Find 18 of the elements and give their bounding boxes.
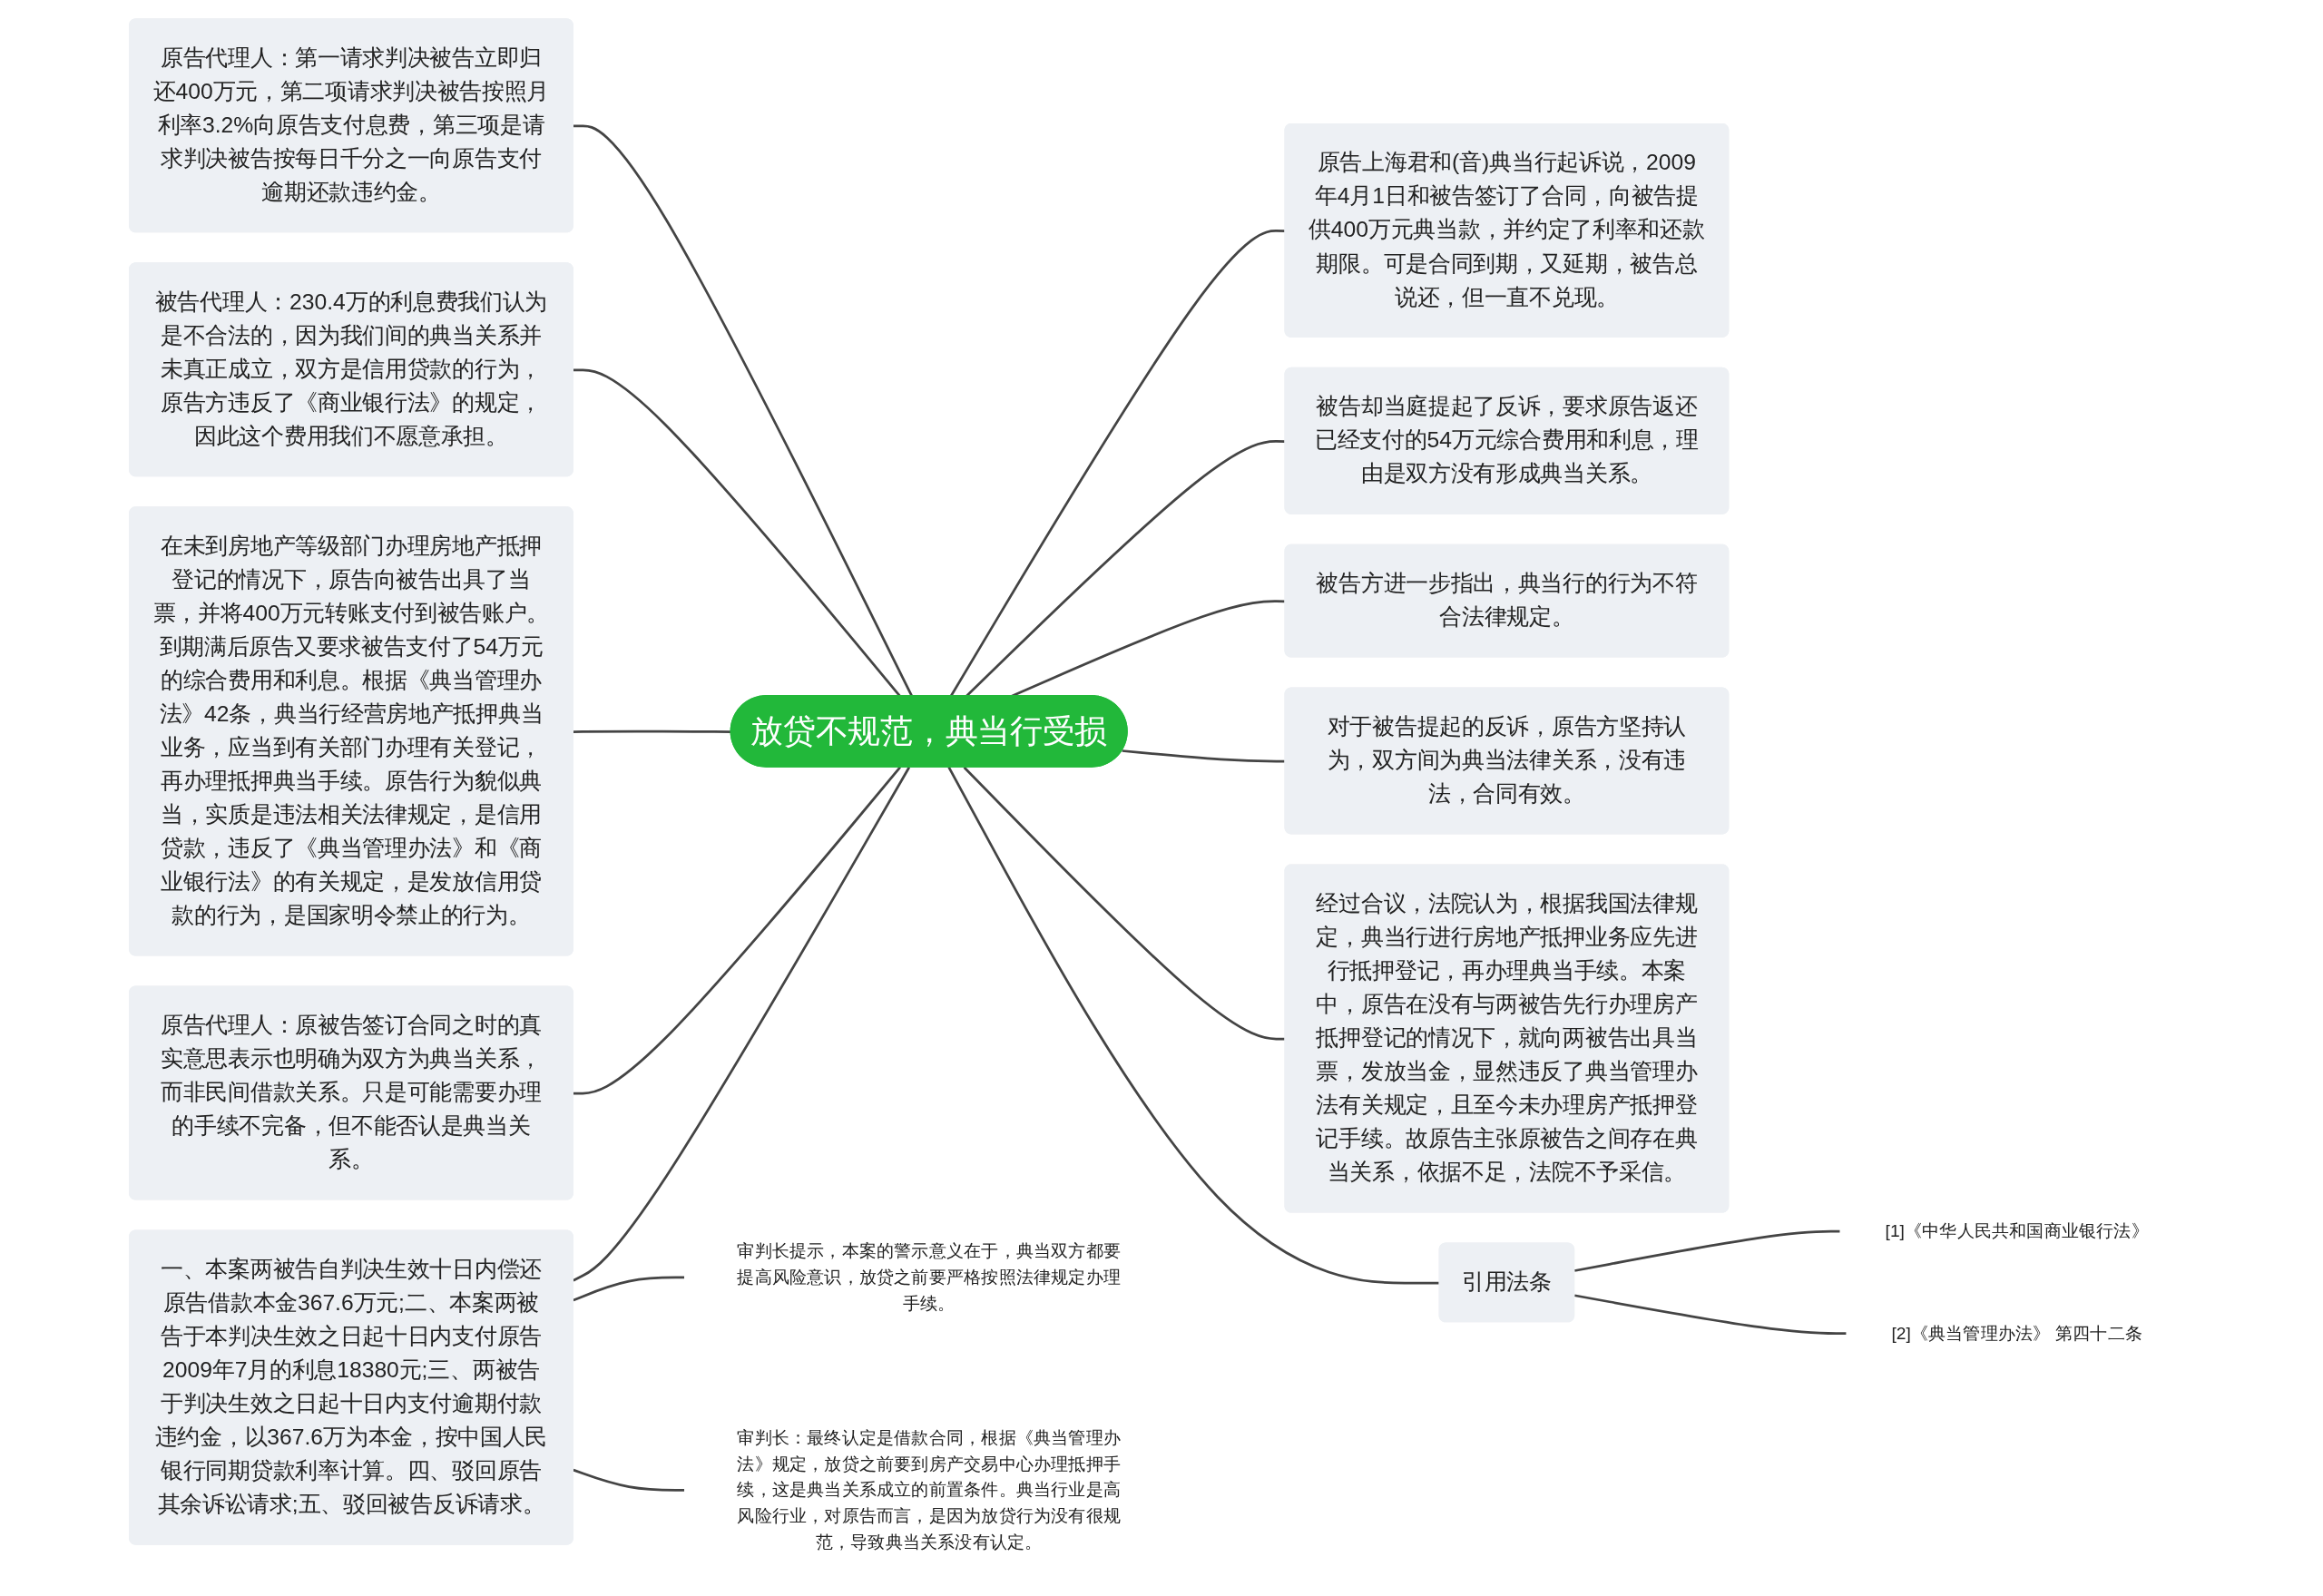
connector <box>573 766 911 1281</box>
connector <box>1573 1229 1841 1272</box>
mind-map: 放贷不规范，典当行受损 原告代理人：第一请求判决被告立即归还400万元，第二项请求判决被告按照月利率3.2%向原告支付息费，第三项是请求判决被告按每日千分之一向原告支付逾期还款违约金。 被告代理人：230.4万的利息费我们认为是不合法的，因为我们间的典当关系并未真正成立，双方是信用贷款的行为，原告方违反了《商业银行法》的规定，因此这个费用我们不愿意承担。 在未到房地产等级部门办理房地产抵押登记的情况下，原告向被告出具了当票，并将400万元转账支付到被告账户。到期满后原告又要求被告支付了54万元的综合费用和利息。根据《典当管理办法》42条，典当行经营房地产抵押典当业务，应当到有关部门办理有关登记，再办理抵押典当手续。原告行为貌似典当，实质是违法相关法律规定，是信用贷款，违反了《典当管理办法》和《商业银行法》的有关规定，是发放信用贷款的行为，是国家明令禁止的行为。 原告代理人：原被告签订合同之时的真实意思表示也明确为双方为典当关系，而非民间借款关系。只是可能需要办理的手续不完备，但不能否认是典当关系。 一、本案两被告自判决生效十日内偿还原告借款本金367.6万元;二、本案两被告于本判决生效之日起十日内支付原告2009年7月的利息18380元;三、两被告于判决生效之日起十日内支付逾期付款违约金，以367.6万为本金，按中国人民银行同期贷款利率计算。四、驳回原告其余诉讼请求;五、驳回被告反诉请求。 审判长提示，本案的警示意义在于，典当双方都要提高风险意识，放贷之前要严格按照法律规定办理手续。 审判长：最终认定是借款合同，根据《典当管理办法》规定，放贷之前要到房产交易中心办理抵押手续，这是典当关系成立的前置条件。典当行业是高风险行业，对原告而言，是因为放贷行为没有很规范，导致典当关系没有认定。 原告上海君和(音)典当行起诉说，2009年4月1日和被告签订了合同，向被告提供400万元典当款，并约定了利率和还款期限。可是合同到期，又延期，被告总说还，但一直不兑现。 被告却当庭提起了反诉，要求原告返还已经支付的54万元综合费用和利息，理由是双方没有形成典当关系。 被告方进一步指出，典当行的行为不符合法律规定。 对于被告提起的反诉，原告方坚持认为，双方间为典当法律关系，没有违法，合同有效。 经过合议，法院认为，根据我国法律规定，典当行进行房地产抵押业务应先进行抵押登记，再办理典当手续。本案中，原告在没有与两被告先行办理房产抵押登记的情况下，就向两被告出具当票，发放当金，显然违反了典当管理办法有关规定，且至今未办理房产抵押登记手续。故原告主张原被告之间存在典当关系，依据不足，法院不予采信。 引用法条 [1]《中华人民共和国商业银行法》 [2]《典当管理办法》 第四十二条 <box>9 8 2314 1588</box>
connector <box>1573 1293 1848 1335</box>
connector <box>963 766 1286 1041</box>
node-text: 审判长提示，本案的警示意义在于，典当双方都要提高风险意识，放贷之前要严格按照法律规定办理手续。 <box>737 1239 1122 1313</box>
node-text: [1]《中华人民共和国商业银行法》 <box>1885 1220 2149 1240</box>
connector <box>573 367 901 697</box>
connector <box>573 1276 685 1301</box>
node-text: 审判长：最终认定是借款合同，根据《典当管理办法》规定，放贷之前要到房产交易中心办理抵押手续，这是典当关系成立的前置条件。典当行业是高风险行业，对原告而言，是因为放贷行为没有很规范，导致典当关系没有认定。 <box>737 1426 1122 1552</box>
connector <box>947 766 1440 1284</box>
node-text: [2]《典当管理办法》 第四十二条 <box>1891 1322 2142 1343</box>
connector <box>573 124 914 697</box>
connector <box>1122 749 1286 763</box>
connector <box>573 1468 685 1492</box>
connector <box>573 766 901 1095</box>
connector <box>965 439 1286 697</box>
connector <box>949 229 1286 697</box>
